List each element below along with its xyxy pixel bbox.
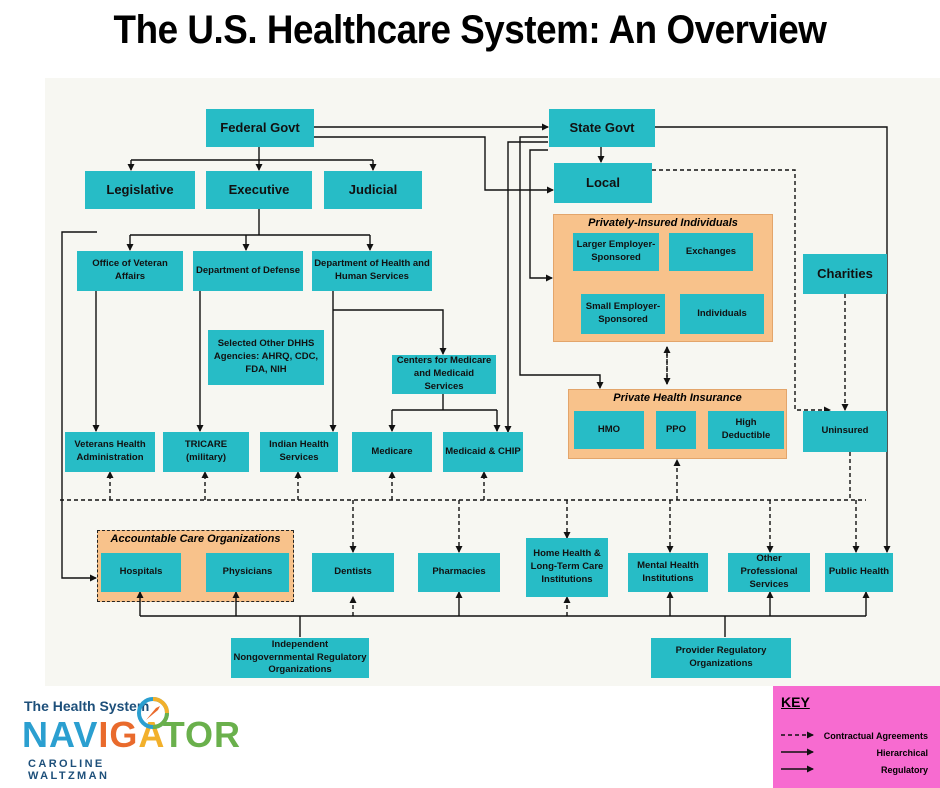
- node-exchanges: Exchanges: [669, 233, 753, 271]
- node-dhhs-agencies: Selected Other DHHS Agencies: AHRQ, CDC,…: [208, 330, 324, 385]
- node-small-employer: Small Employer-Sponsored: [581, 294, 665, 334]
- key-arrows: [781, 731, 814, 773]
- privately-insured-title: Privately-Insured Individuals: [588, 217, 738, 229]
- node-independent-regulatory: Independent Nongovernmental Regulatory O…: [231, 638, 369, 678]
- key-contractual: Contractual Agreements: [823, 731, 928, 741]
- node-cms: Centers for Medicare and Medicaid Servic…: [392, 355, 496, 394]
- private-insurance-title: Private Health Insurance: [613, 392, 742, 404]
- node-legislative: Legislative: [85, 171, 195, 209]
- node-dentists: Dentists: [312, 553, 394, 592]
- aco-title: Accountable Care Organizations: [110, 533, 281, 545]
- node-mental-health: Mental Health Institutions: [628, 553, 708, 592]
- node-defense: Department of Defense: [193, 251, 303, 291]
- node-larger-employer: Larger Employer-Sponsored: [573, 233, 659, 271]
- key-hierarchical: Hierarchical: [876, 748, 928, 758]
- logo-wordmark: NAVIGATOR: [22, 714, 242, 755]
- node-medicaid: Medicaid & CHIP: [443, 432, 523, 472]
- node-public-health: Public Health: [825, 553, 893, 592]
- node-pharmacies: Pharmacies: [418, 553, 500, 592]
- node-veteran-affairs: Office of Veteran Affairs: [77, 251, 183, 291]
- node-judicial: Judicial: [324, 171, 422, 209]
- navigator-logo: The Health System NAVIGATOR CAROLINE WAL…: [8, 690, 240, 782]
- node-individuals: Individuals: [680, 294, 764, 334]
- node-other-professional: Other Professional Services: [728, 553, 810, 592]
- node-ihs: Indian Health Services: [260, 432, 338, 472]
- key-title: KEY: [781, 694, 810, 710]
- node-vha: Veterans Health Administration: [65, 432, 155, 472]
- node-home-health: Home Health & Long-Term Care Institution…: [526, 538, 608, 597]
- logo-line-1: The Health System: [24, 698, 150, 714]
- node-provider-regulatory: Provider Regulatory Organizations: [651, 638, 791, 678]
- node-charities: Charities: [803, 254, 887, 294]
- node-state-govt: State Govt: [549, 109, 655, 147]
- node-executive: Executive: [206, 171, 312, 209]
- compass-icon: [137, 697, 169, 729]
- node-federal-govt: Federal Govt: [206, 109, 314, 147]
- legend-key: KEY Contractual Agreements Hierarchical …: [773, 686, 940, 788]
- node-uninsured: Uninsured: [803, 411, 887, 452]
- node-local: Local: [554, 163, 652, 203]
- node-medicare: Medicare: [352, 432, 432, 472]
- page-title: The U.S. Healthcare System: An Overview: [113, 8, 827, 52]
- node-hospitals: Hospitals: [101, 553, 181, 592]
- logo-author: CAROLINE WALTZMAN: [28, 758, 110, 782]
- node-dhhs: Department of Health and Human Services: [312, 251, 432, 291]
- node-hmo: HMO: [574, 411, 644, 449]
- node-ppo: PPO: [656, 411, 696, 449]
- node-physicians: Physicians: [206, 553, 289, 592]
- node-tricare: TRICARE (military): [163, 432, 249, 472]
- key-regulatory: Regulatory: [880, 765, 928, 775]
- node-high-deductible: High Deductible: [708, 411, 784, 449]
